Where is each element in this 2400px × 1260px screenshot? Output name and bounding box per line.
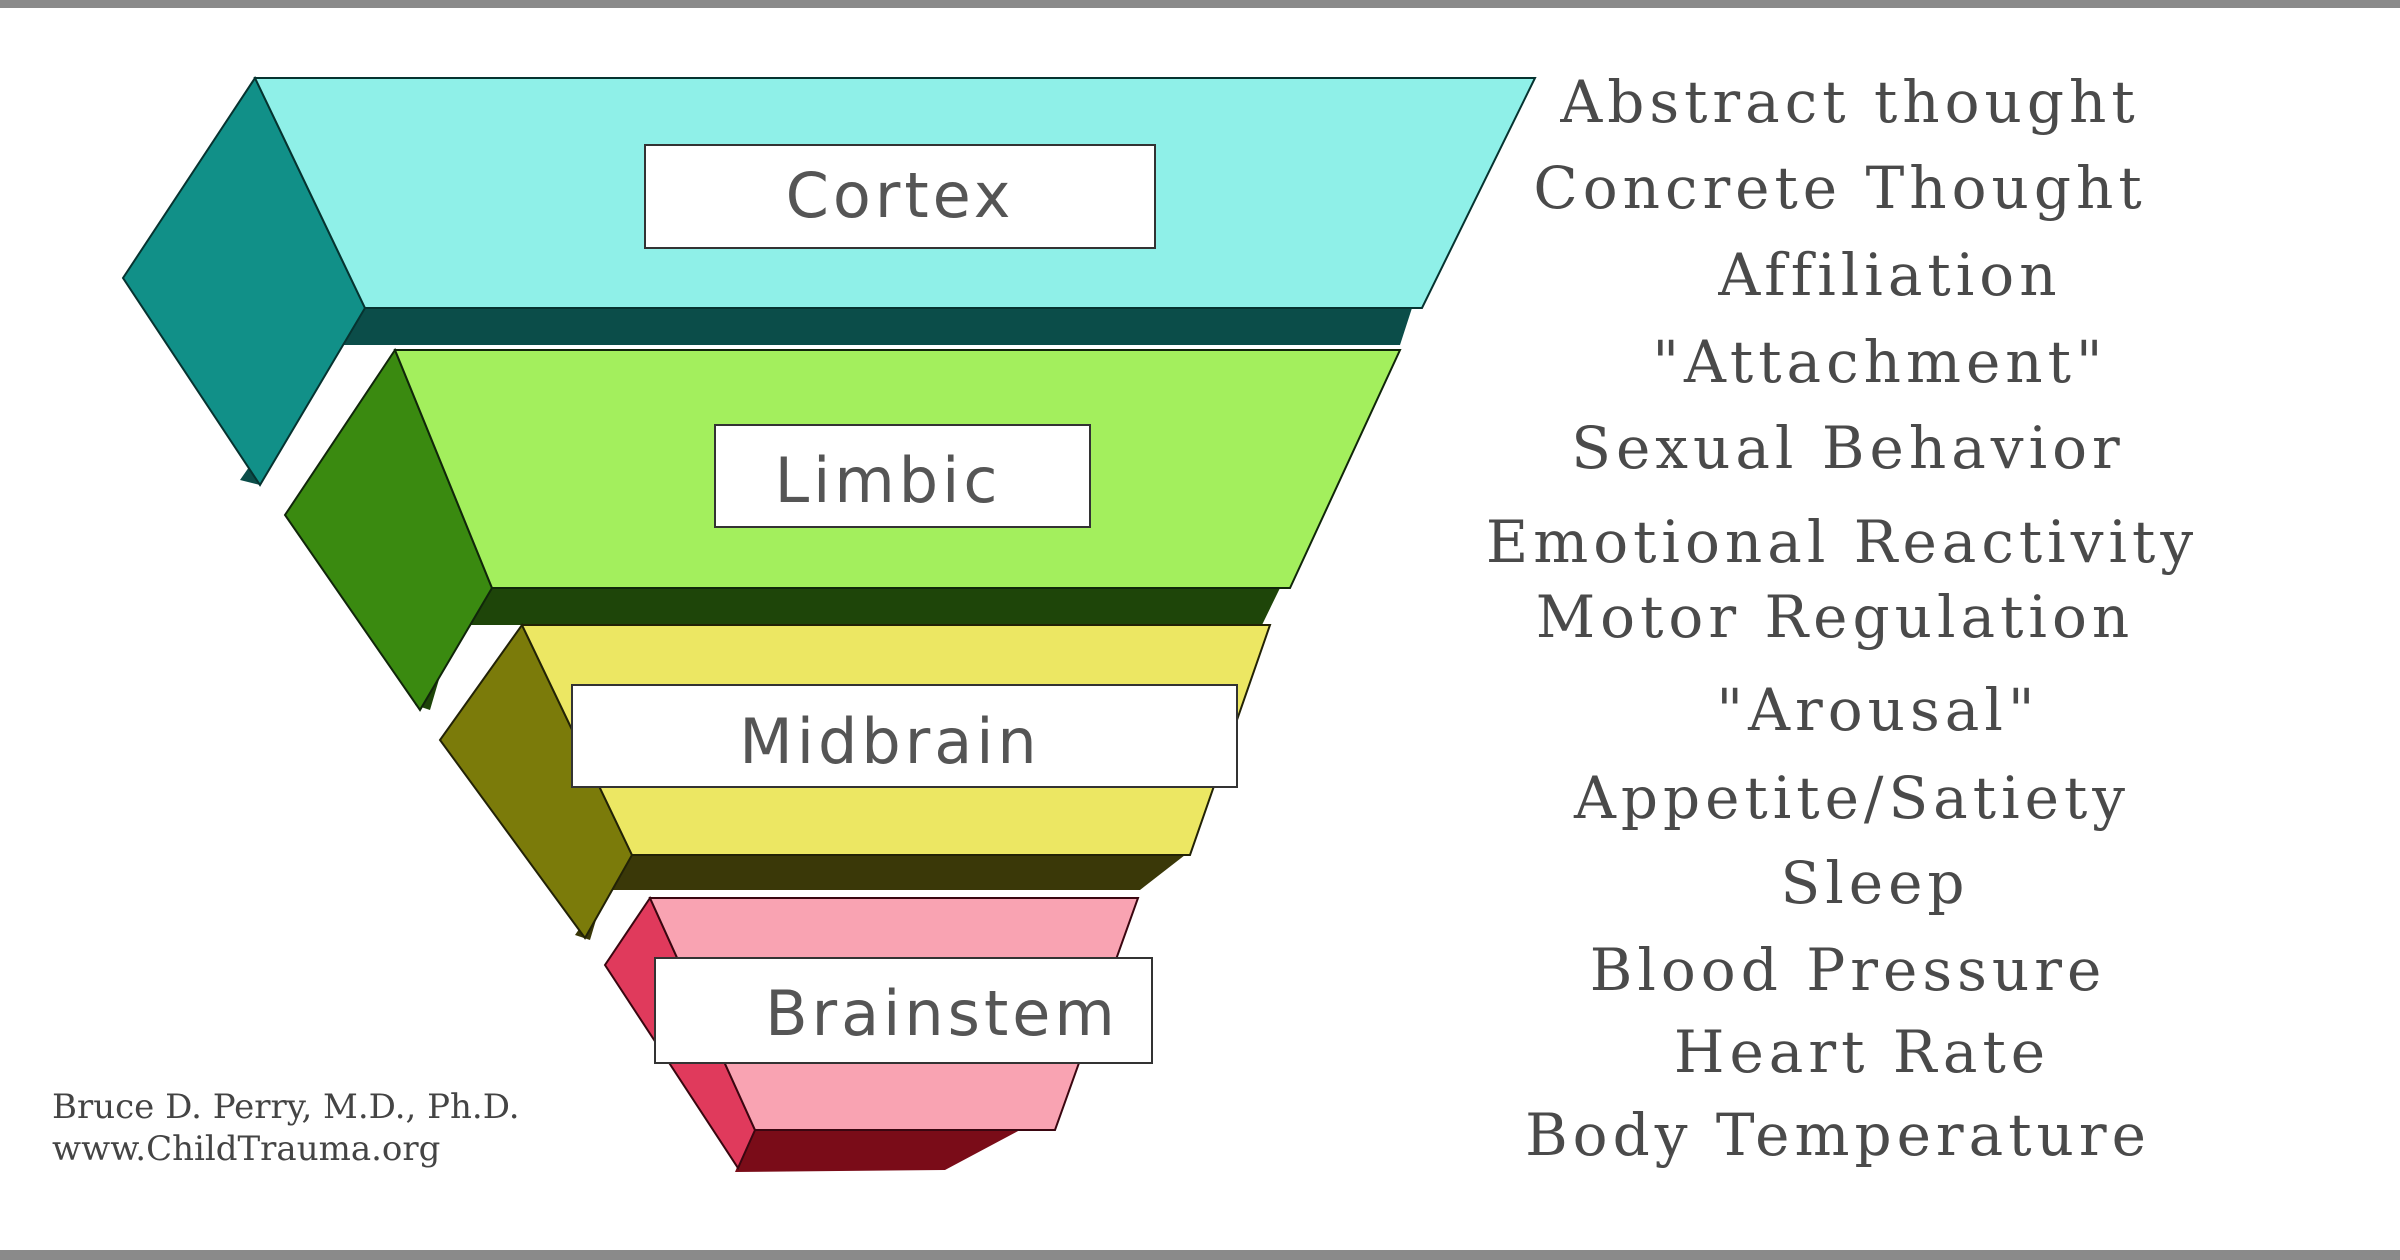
- cortex-label: Cortex: [786, 159, 1015, 232]
- function-item: Body Temperature: [1525, 1101, 2151, 1169]
- limbic-label: Limbic: [775, 444, 1002, 517]
- function-item: "Arousal": [1716, 676, 2039, 744]
- cortex-label-box: [644, 144, 1156, 249]
- function-item: Appetite/Satiety: [1573, 764, 2130, 832]
- credit-author: Bruce D. Perry, M.D., Ph.D.: [52, 1087, 520, 1127]
- function-item: Abstract thought: [1559, 68, 2139, 136]
- layer-brainstem: Brainstem: [603, 895, 1153, 1172]
- function-item: Emotional Reactivity: [1486, 508, 2198, 576]
- layer-limbic: Limbic: [283, 347, 1402, 712]
- top-border: [0, 0, 2400, 8]
- brainstem-label: Brainstem: [765, 977, 1119, 1050]
- layer-midbrain: Midbrain: [438, 623, 1272, 940]
- function-item: Motor Regulation: [1536, 583, 2134, 651]
- brainstem-underside: [735, 1130, 1020, 1172]
- limbic-label-box: [714, 424, 1091, 528]
- midbrain-label-box: [571, 684, 1238, 788]
- layer-cortex: Cortex: [121, 75, 1537, 487]
- credit-website: www.ChildTrauma.org: [52, 1129, 440, 1169]
- brainstem-label-box: [654, 957, 1153, 1064]
- function-item: Blood Pressure: [1590, 936, 2107, 1004]
- function-item: Affiliation: [1717, 241, 2061, 309]
- function-item: Sleep: [1780, 849, 1969, 917]
- function-item: Sexual Behavior: [1571, 414, 2125, 482]
- function-item: Heart Rate: [1674, 1018, 2050, 1086]
- cortex-underside: [240, 308, 1412, 485]
- function-item: "Attachment": [1652, 328, 2107, 396]
- function-list: Abstract thought Concrete Thought Affili…: [1486, 68, 2198, 1169]
- bottom-border: [0, 1250, 2400, 1260]
- midbrain-underside: [575, 855, 1185, 940]
- credit-block: Bruce D. Perry, M.D., Ph.D. www.ChildTra…: [52, 1087, 520, 1169]
- limbic-underside: [415, 588, 1280, 710]
- midbrain-label: Midbrain: [739, 705, 1040, 778]
- function-item: Concrete Thought: [1533, 154, 2146, 222]
